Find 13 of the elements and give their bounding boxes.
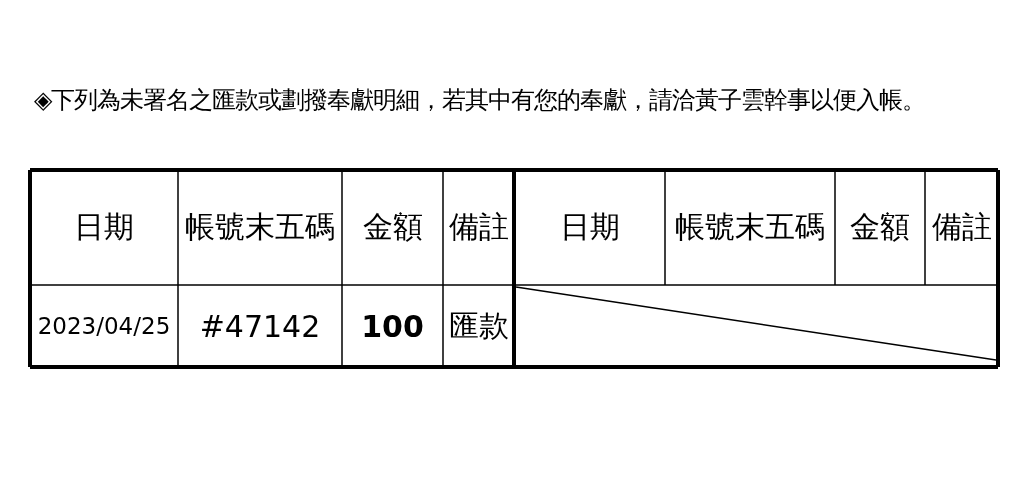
account-number: #47142 (199, 308, 321, 344)
column-header: 帳號末五碼 (675, 208, 825, 246)
column-header: 金額 (362, 208, 423, 246)
date-text: 2023/04/25 (37, 313, 171, 339)
column-header: 備註 (448, 208, 509, 246)
column-header: 日期 (559, 208, 620, 246)
column-header: 日期 (74, 208, 134, 246)
column-header: 備註 (931, 208, 992, 246)
remark-text: 匯款 (448, 306, 509, 345)
amount-value: 100 (361, 308, 424, 344)
notice-heading: ◈下列為未署名之匯款或劃撥奉獻明細，若其中有您的奉獻，請洽黃子雲幹事以便入帳。 (34, 85, 926, 116)
column-header: 帳號末五碼 (185, 208, 335, 246)
column-header: 金額 (850, 208, 910, 246)
